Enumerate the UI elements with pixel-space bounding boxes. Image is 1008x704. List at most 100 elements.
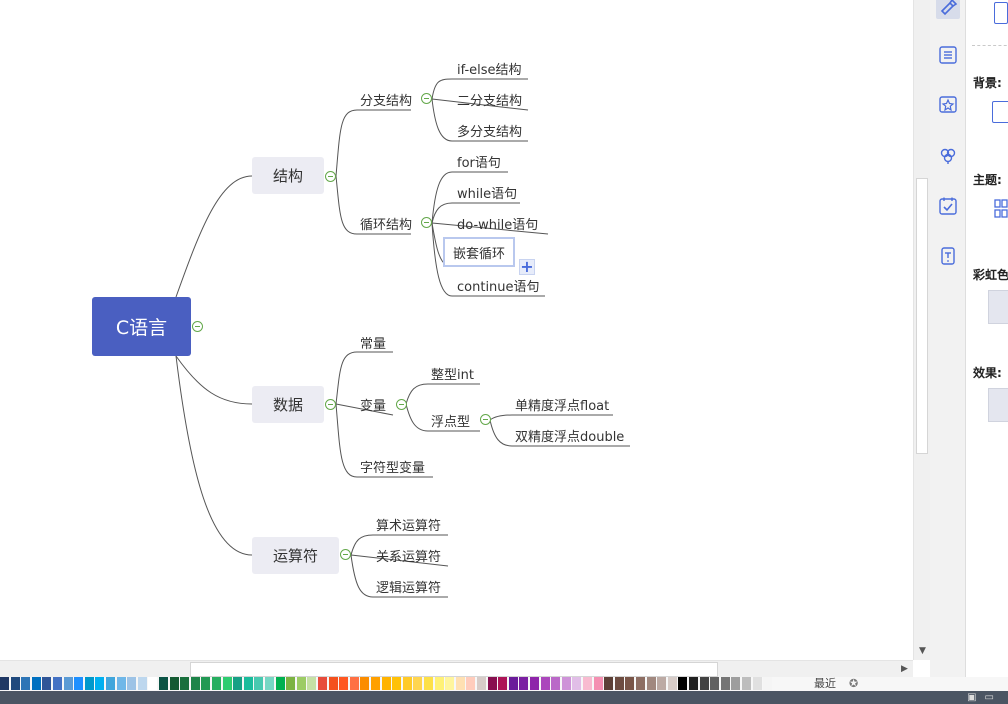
color-swatch[interactable] [731,677,741,690]
color-swatch[interactable] [137,677,147,690]
color-swatch[interactable] [0,677,9,690]
vertical-scroll-thumb[interactable] [916,178,928,454]
color-swatch[interactable] [434,677,444,690]
color-swatch[interactable] [222,677,232,690]
color-swatch[interactable] [720,677,730,690]
color-swatch[interactable] [487,677,497,690]
color-swatch[interactable] [710,677,720,690]
recent-colors-label[interactable]: 最近 [814,677,836,690]
scroll-right-arrow-icon[interactable]: ▶ [901,664,908,674]
subtopic-float[interactable]: 单精度浮点float [515,398,610,414]
color-swatch[interactable] [604,677,614,690]
color-swatch[interactable] [169,677,179,690]
color-swatch[interactable] [116,677,126,690]
color-swatch[interactable] [593,677,603,690]
color-swatch[interactable] [678,677,688,690]
color-swatch[interactable] [540,677,550,690]
subtopic-arithmetic[interactable]: 算术运算符 [376,518,442,534]
color-swatch[interactable] [21,677,31,690]
color-swatch[interactable] [477,677,486,690]
color-swatch[interactable] [646,677,656,690]
subtopic-branch-structure[interactable]: 分支结构 [360,93,413,109]
horizontal-scrollbar[interactable]: ▶ [0,660,913,677]
color-swatch[interactable] [159,677,168,690]
subtopic-if-else[interactable]: if-else结构 [457,62,522,78]
color-swatch[interactable] [53,677,62,690]
subtopic-int[interactable]: 整型int [431,367,474,383]
color-swatch[interactable] [572,677,582,690]
subtopic-loop-structure[interactable]: 循环结构 [360,217,413,233]
subtopic-float-type[interactable]: 浮点型 [431,414,471,430]
subtopic-two-branch[interactable]: 二分支结构 [457,93,523,109]
color-swatch[interactable] [243,677,253,690]
collapse-toggle-loop[interactable] [421,217,432,228]
color-swatch[interactable] [286,677,296,690]
color-swatch[interactable] [508,677,518,690]
marker-icon[interactable] [936,93,960,117]
vertical-scrollbar[interactable]: ▼ [913,0,930,660]
presentation-icon[interactable] [936,244,960,268]
collapse-toggle-data[interactable] [325,399,336,410]
color-swatch[interactable] [763,677,773,690]
color-swatch[interactable] [74,677,84,690]
structure-icon[interactable] [994,2,1008,24]
color-swatch[interactable] [424,677,433,690]
subtopic-char-variable[interactable]: 字符型变量 [360,460,426,476]
color-swatch[interactable] [381,677,391,690]
color-swatch[interactable] [466,677,476,690]
clipart-icon[interactable] [936,143,960,167]
scroll-down-arrow-icon[interactable]: ▼ [919,646,926,656]
outline-list-icon[interactable] [936,43,960,67]
collapse-toggle-branch[interactable] [421,93,432,104]
rainbow-color-button[interactable] [988,290,1008,324]
color-swatch[interactable] [742,677,751,690]
central-topic[interactable]: C语言 [92,297,191,356]
color-swatch[interactable] [689,677,698,690]
subtopic-constant[interactable]: 常量 [360,336,387,352]
color-swatch[interactable] [42,677,52,690]
color-swatch[interactable] [455,677,465,690]
color-swatch[interactable] [636,677,645,690]
collapse-toggle-structure[interactable] [325,171,336,182]
color-swatch[interactable] [127,677,137,690]
color-swatch[interactable] [318,677,327,690]
color-swatch[interactable] [402,677,412,690]
subtopic-multi-branch[interactable]: 多分支结构 [457,124,523,140]
color-swatch[interactable] [445,677,455,690]
mindmap-canvas[interactable]: C语言 结构 数据 运算符 分支结构 if-else结构 二分支结构 多分支结构… [0,0,913,660]
color-swatch[interactable] [307,677,317,690]
color-swatch[interactable] [561,677,571,690]
color-swatch[interactable] [498,677,508,690]
color-swatch[interactable] [519,677,529,690]
color-swatch[interactable] [360,677,370,690]
color-swatch[interactable] [349,677,359,690]
color-swatch[interactable] [392,677,402,690]
color-swatch[interactable] [31,677,41,690]
color-swatch[interactable] [551,677,561,690]
subtopic-relational[interactable]: 关系运算符 [376,549,442,565]
collapse-toggle-float[interactable] [480,414,491,425]
color-swatch[interactable] [583,677,592,690]
color-swatch[interactable] [614,677,624,690]
color-swatch[interactable] [339,677,349,690]
color-swatch[interactable] [657,677,667,690]
collapse-toggle-root[interactable] [192,321,203,332]
subtopic-double[interactable]: 双精度浮点double [515,429,625,445]
color-swatch[interactable] [530,677,539,690]
format-brush-icon[interactable] [936,0,960,19]
color-swatch[interactable] [148,677,158,690]
subtopic-while[interactable]: while语句 [457,186,518,202]
task-icon[interactable] [936,194,960,218]
color-swatch[interactable] [699,677,709,690]
color-swatch[interactable] [625,677,635,690]
color-swatch[interactable] [254,677,264,690]
color-swatch[interactable] [328,677,338,690]
color-swatch[interactable] [201,677,211,690]
color-swatch[interactable] [413,677,423,690]
color-swatch[interactable] [10,677,20,690]
window-controls-icon[interactable]: ▣▭ [967,692,1002,703]
horizontal-scroll-thumb[interactable] [190,662,718,677]
effect-button[interactable] [988,388,1008,422]
subtopic-logical[interactable]: 逻辑运算符 [376,580,442,596]
main-topic-structure[interactable]: 结构 [252,157,324,194]
